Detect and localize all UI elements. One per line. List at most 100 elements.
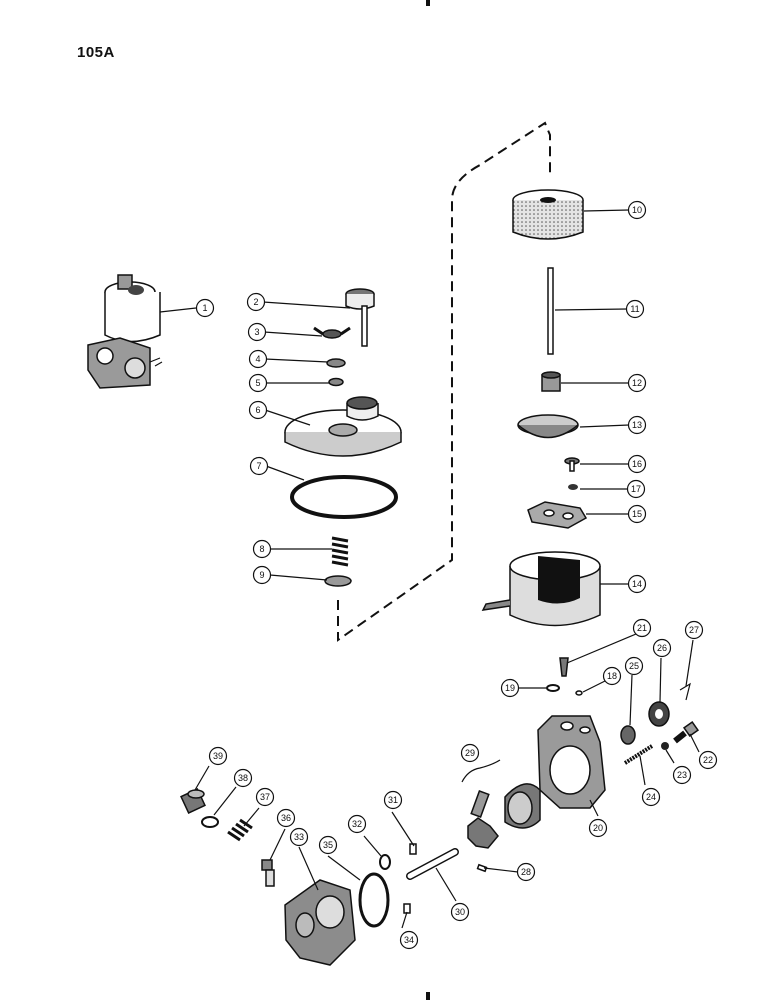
callout-6: 6	[248, 400, 268, 420]
callout-number: 1	[202, 303, 207, 313]
callout-number: 35	[323, 840, 333, 850]
callout-number: 16	[632, 459, 642, 469]
small-ring-17-part	[568, 484, 578, 490]
callout-number: 3	[254, 327, 259, 337]
callout-number: 25	[629, 661, 639, 671]
callout-number: 31	[388, 795, 398, 805]
callout-circle	[460, 743, 480, 763]
callout-circle	[588, 818, 608, 838]
stud-part	[547, 267, 554, 355]
callout-3: 3	[247, 322, 267, 342]
callout-circle	[684, 620, 704, 640]
callout-circle	[383, 790, 403, 810]
callout-31: 31	[383, 790, 403, 810]
callout-circle	[624, 656, 644, 676]
callout-group: 1234567891011121314151617181920212223242…	[195, 200, 718, 950]
callout-35: 35	[318, 835, 338, 855]
callout-number: 17	[631, 484, 641, 494]
callout-number: 6	[255, 405, 260, 415]
top-registration-mark	[426, 0, 430, 6]
callout-circle	[255, 787, 275, 807]
callout-2: 2	[246, 292, 266, 312]
rotor-set-part	[461, 759, 541, 849]
callout-circle	[249, 456, 269, 476]
callout-circle	[626, 479, 646, 499]
ring-19-part	[546, 684, 560, 692]
callout-circle	[248, 400, 268, 420]
screw-part	[564, 457, 580, 472]
fitting-36-part	[261, 859, 275, 887]
callout-circle	[248, 373, 268, 393]
callout-37: 37	[255, 787, 275, 807]
nut-part	[541, 371, 561, 392]
callout-number: 12	[632, 378, 642, 388]
ring-18-part	[575, 690, 583, 696]
callout-circle	[252, 565, 272, 585]
seal-ring-part	[290, 475, 398, 519]
callout-circle	[247, 322, 267, 342]
o-ring-38-part	[201, 816, 219, 828]
callout-number: 20	[593, 823, 603, 833]
callout-14: 14	[627, 574, 647, 594]
pin-28-part	[476, 863, 488, 873]
callout-number: 8	[259, 544, 264, 554]
callout-number: 28	[521, 867, 531, 877]
callout-number: 22	[703, 755, 713, 765]
callout-circle	[399, 930, 419, 950]
nut-23-part	[661, 742, 669, 750]
callout-circle	[500, 678, 520, 698]
washer-5-part	[328, 377, 344, 387]
callout-34: 34	[399, 930, 419, 950]
plug-part	[180, 788, 206, 814]
callout-circle	[450, 902, 470, 922]
callout-number: 18	[607, 671, 617, 681]
callout-number: 10	[632, 205, 642, 215]
callout-number: 4	[255, 354, 260, 364]
callout-18: 18	[602, 666, 622, 686]
callout-number: 33	[294, 832, 304, 842]
bearing-part	[648, 701, 670, 727]
pump-housing-part	[537, 715, 606, 809]
callout-circle	[233, 768, 253, 788]
spring-part	[331, 535, 349, 567]
pin-34-part	[403, 903, 411, 914]
callout-number: 37	[260, 792, 270, 802]
callout-number: 21	[637, 623, 647, 633]
callout-circle	[625, 299, 645, 319]
callout-circle	[672, 765, 692, 785]
spring-37-part	[227, 818, 253, 842]
callout-12: 12	[627, 373, 647, 393]
callout-number: 26	[657, 643, 667, 653]
rear-cover-part	[284, 879, 356, 966]
bolt-part	[673, 720, 700, 744]
leader-lines	[159, 209, 700, 929]
reservoir-part	[481, 551, 601, 627]
callout-circle	[252, 539, 272, 559]
callout-7: 7	[249, 456, 269, 476]
callout-28: 28	[516, 862, 536, 882]
callout-circle	[627, 504, 647, 524]
callout-number: 27	[689, 625, 699, 635]
callout-number: 13	[632, 420, 642, 430]
callout-circle	[632, 618, 652, 638]
ring-32-part	[379, 854, 391, 870]
cover-part	[284, 396, 402, 457]
page-label: 105A	[77, 44, 115, 61]
callout-circle	[195, 298, 215, 318]
washer-4-part	[326, 358, 346, 368]
screw-24-part	[623, 744, 654, 765]
callout-number: 24	[646, 792, 656, 802]
callout-circle	[602, 666, 622, 686]
callout-30: 30	[450, 902, 470, 922]
callout-number: 2	[253, 297, 258, 307]
callout-number: 7	[256, 461, 261, 471]
callout-circle	[627, 574, 647, 594]
callout-10: 10	[627, 200, 647, 220]
clip-part	[679, 682, 691, 701]
callout-11: 11	[625, 299, 645, 319]
callout-number: 30	[455, 907, 465, 917]
callout-number: 19	[505, 683, 515, 693]
callout-circle	[698, 750, 718, 770]
callout-number: 11	[630, 304, 639, 314]
